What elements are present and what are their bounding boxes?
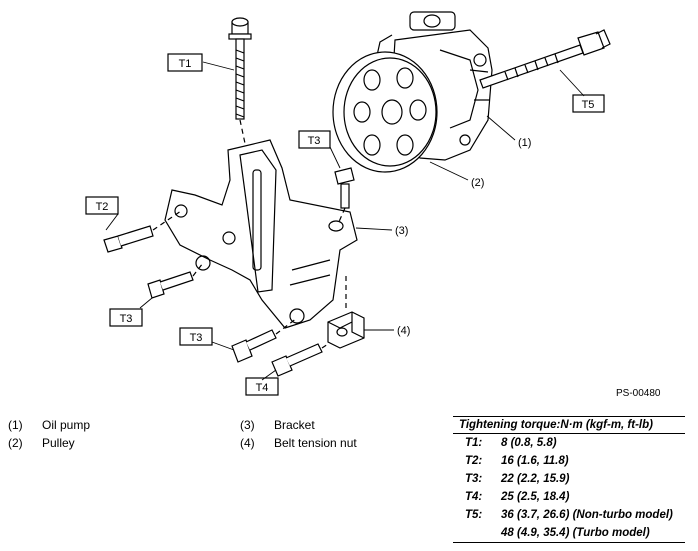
torque-row: T1: 8 (0.8, 5.8) xyxy=(453,434,685,452)
torque-value: 8 (0.8, 5.8) xyxy=(501,437,557,449)
torque-key: T2: xyxy=(465,455,483,467)
torque-table-title: Tightening torque:N·m (kgf-m, ft-lb) xyxy=(453,416,685,434)
t3-bottom-callout-box xyxy=(179,327,213,346)
torque-row: T2: 16 (1.6, 11.8) xyxy=(453,452,685,470)
t3-upper-bolt xyxy=(334,167,355,225)
legend-item: (1) Oil pump xyxy=(8,416,90,434)
torque-row: T5: 36 (3.7, 26.6) (Non-turbo model) xyxy=(453,506,685,524)
leader-lines xyxy=(105,61,585,381)
legend-item: (4) Belt tension nut xyxy=(240,434,357,452)
t2-label: T2 xyxy=(96,201,109,213)
legend-left: (1) Oil pump (2) Pulley xyxy=(8,416,90,452)
t3-upper-label: T3 xyxy=(308,135,321,147)
part-4-label: (4) xyxy=(397,325,410,337)
legend-number: (4) xyxy=(240,436,255,450)
exploded-diagram: T1 T2 T3 T3 T3 T4 T5 (1) (2) (3) (4) xyxy=(85,11,611,396)
torque-table: Tightening torque:N·m (kgf-m, ft-lb) T1:… xyxy=(453,416,685,543)
t5-label: T5 xyxy=(582,99,595,111)
legend-right: (3) Bracket (4) Belt tension nut xyxy=(240,416,357,452)
torque-value: 36 (3.7, 26.6) (Non-turbo model) xyxy=(501,509,673,521)
torque-value: 16 (1.6, 11.8) xyxy=(501,455,569,467)
legend-number: (3) xyxy=(240,418,255,432)
t4-callout-box xyxy=(245,377,279,396)
torque-key: T3: xyxy=(465,473,483,485)
t4-bolt xyxy=(271,339,335,377)
legend-number: (2) xyxy=(8,436,23,450)
pulley xyxy=(332,51,438,173)
torque-row: T3: 22 (2.2, 15.9) xyxy=(453,470,685,488)
t3-bottom-label: T3 xyxy=(190,332,203,344)
t1-label: T1 xyxy=(179,58,192,70)
torque-value: 48 (4.9, 35.4) (Turbo model) xyxy=(501,527,650,539)
torque-row: T4: 25 (2.5, 18.4) xyxy=(453,488,685,506)
torque-key: T5: xyxy=(465,509,483,521)
torque-row: 48 (4.9, 35.4) (Turbo model) xyxy=(453,524,685,543)
t5-callout-box xyxy=(572,94,605,113)
legend-number: (1) xyxy=(8,418,23,432)
part-3-label: (3) xyxy=(395,225,408,237)
legend-label: Belt tension nut xyxy=(274,436,357,450)
torque-key: T4: xyxy=(465,491,483,503)
torque-value: 25 (2.5, 18.4) xyxy=(501,491,570,503)
t1-callout-box xyxy=(167,53,203,72)
t3-upper-callout-box xyxy=(298,130,331,149)
legend-label: Bracket xyxy=(274,418,315,432)
t3-left-label: T3 xyxy=(120,313,133,325)
bracket xyxy=(164,139,358,329)
t5-long-bolt xyxy=(479,29,611,89)
belt-tension-nut xyxy=(327,276,365,349)
t4-label: T4 xyxy=(256,382,269,394)
t3-left-bolt xyxy=(147,262,204,299)
t2-bolt xyxy=(103,210,182,253)
legend-label: Oil pump xyxy=(42,418,91,432)
part-1-label: (1) xyxy=(518,137,531,149)
t2-callout-box xyxy=(85,196,119,215)
legend-item: (2) Pulley xyxy=(8,434,90,452)
t3-left-callout-box xyxy=(109,308,143,327)
part-2-label: (2) xyxy=(471,177,484,189)
figure-id: PS-00480 xyxy=(616,388,661,399)
legend-item: (3) Bracket xyxy=(240,416,357,434)
legend-label: Pulley xyxy=(42,436,75,450)
t1-bolt xyxy=(228,17,252,149)
t3-bottom-bolt xyxy=(231,317,298,363)
torque-value: 22 (2.2, 15.9) xyxy=(501,473,570,485)
torque-key: T1: xyxy=(465,437,483,449)
